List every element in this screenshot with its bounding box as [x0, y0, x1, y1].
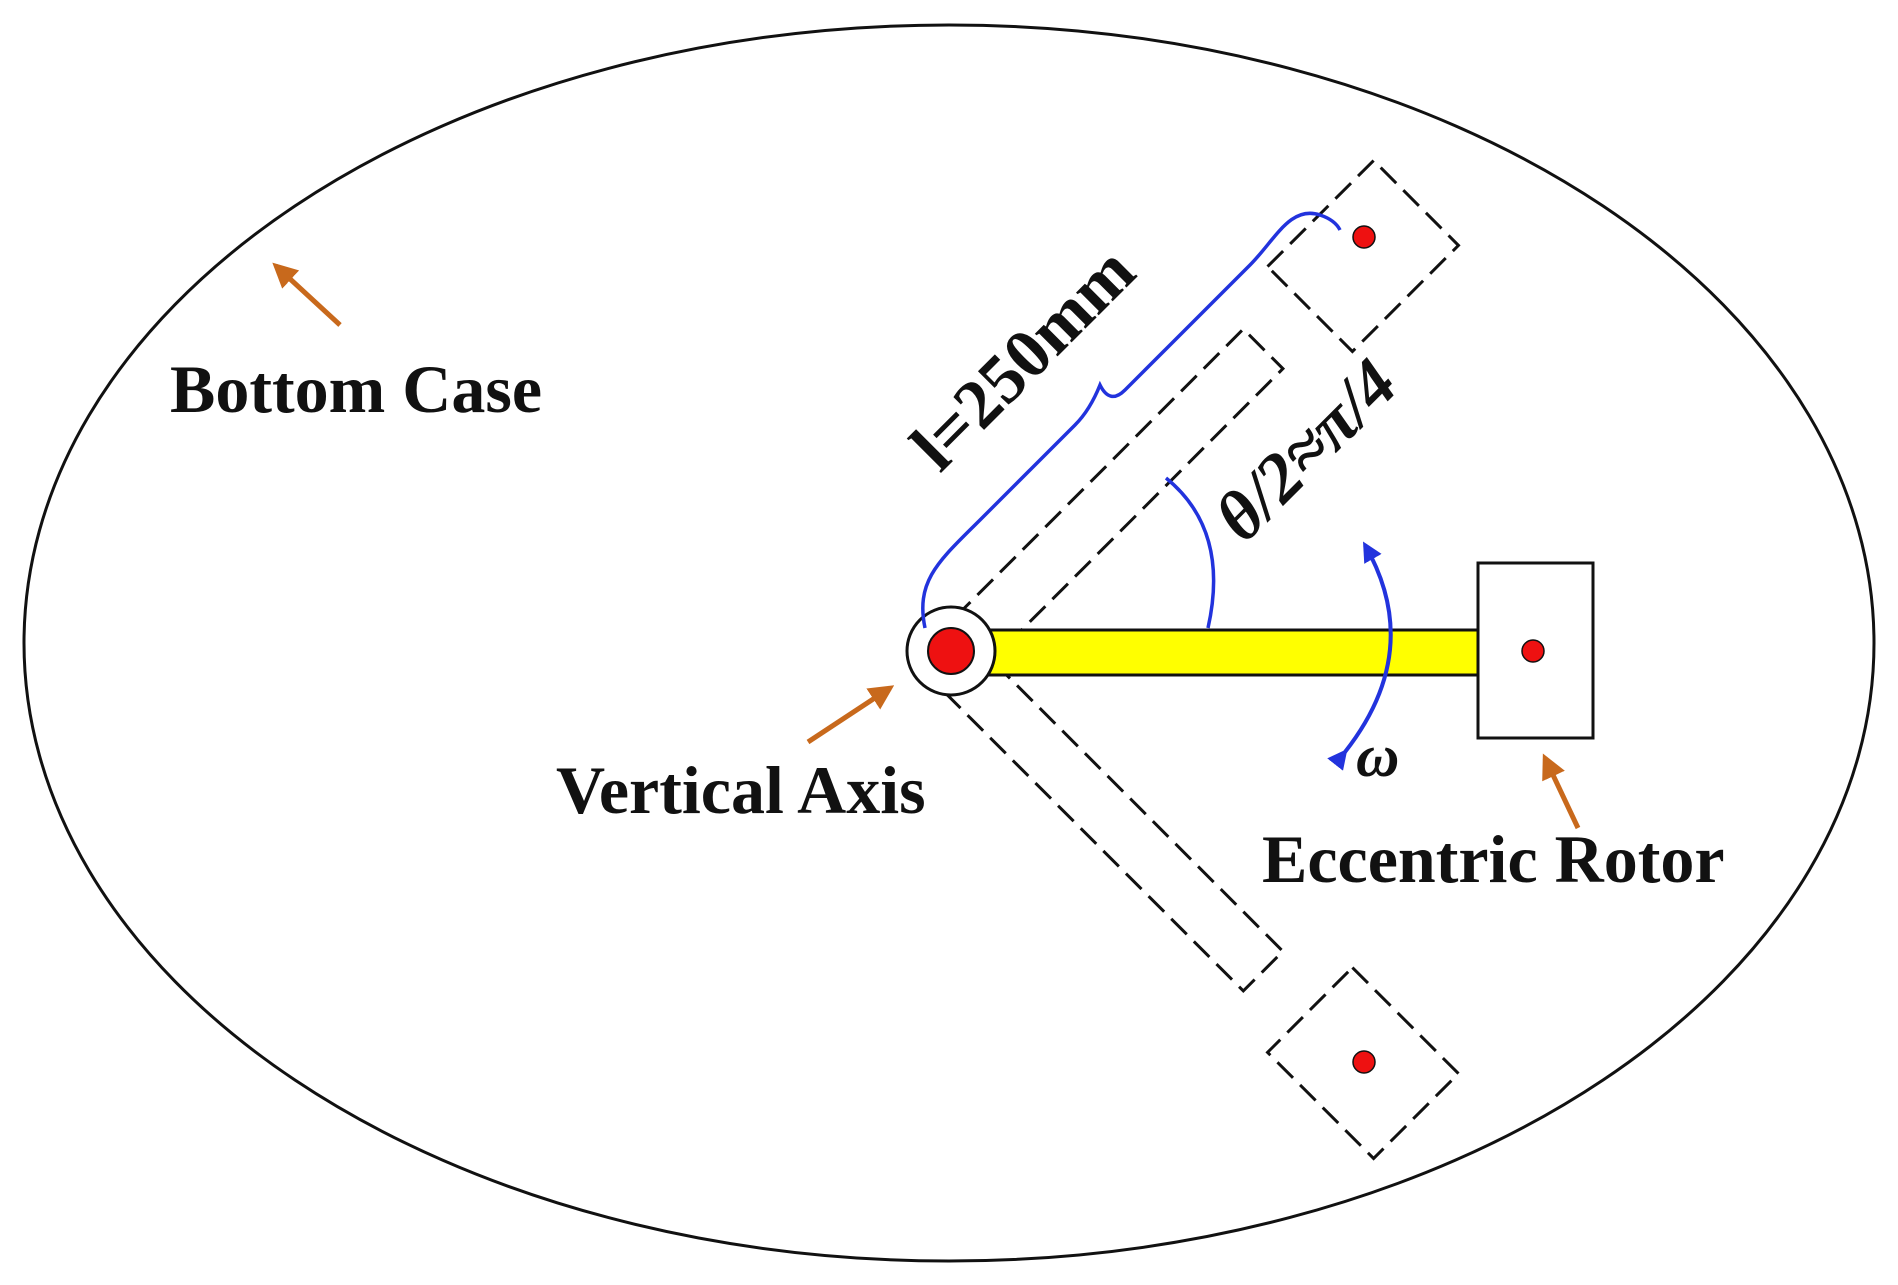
vertical-axis-dot	[927, 627, 975, 675]
bottom-case-label: Bottom Case	[170, 351, 542, 427]
length-label: l=250mm	[897, 232, 1150, 485]
omega-rotation-arrow	[1327, 541, 1393, 771]
eccentric-rotor-pointer-arrow	[1542, 753, 1581, 830]
yellow-arm	[978, 628, 1484, 677]
eccentric-rotor-label: Eccentric Rotor	[1262, 821, 1725, 897]
dashed-arm-lower	[930, 638, 1286, 994]
vertical-axis-pointer-arrow	[806, 685, 895, 745]
rotor-upper-dot	[1352, 225, 1376, 249]
length-brace	[921, 211, 1342, 629]
bottom-case-pointer-arrow	[272, 262, 342, 327]
angle-label: θ/2≈π/4	[1201, 345, 1412, 556]
rotor-lower-dot	[1352, 1050, 1376, 1074]
angle-arc	[1164, 476, 1216, 629]
rotor-center-dot	[1521, 639, 1545, 663]
omega-label: ω	[1356, 723, 1399, 789]
vertical-axis-label: Vertical Axis	[556, 752, 926, 828]
dashed-rotor-upper	[1265, 158, 1461, 354]
bottom-case-ellipse	[22, 23, 1876, 1263]
